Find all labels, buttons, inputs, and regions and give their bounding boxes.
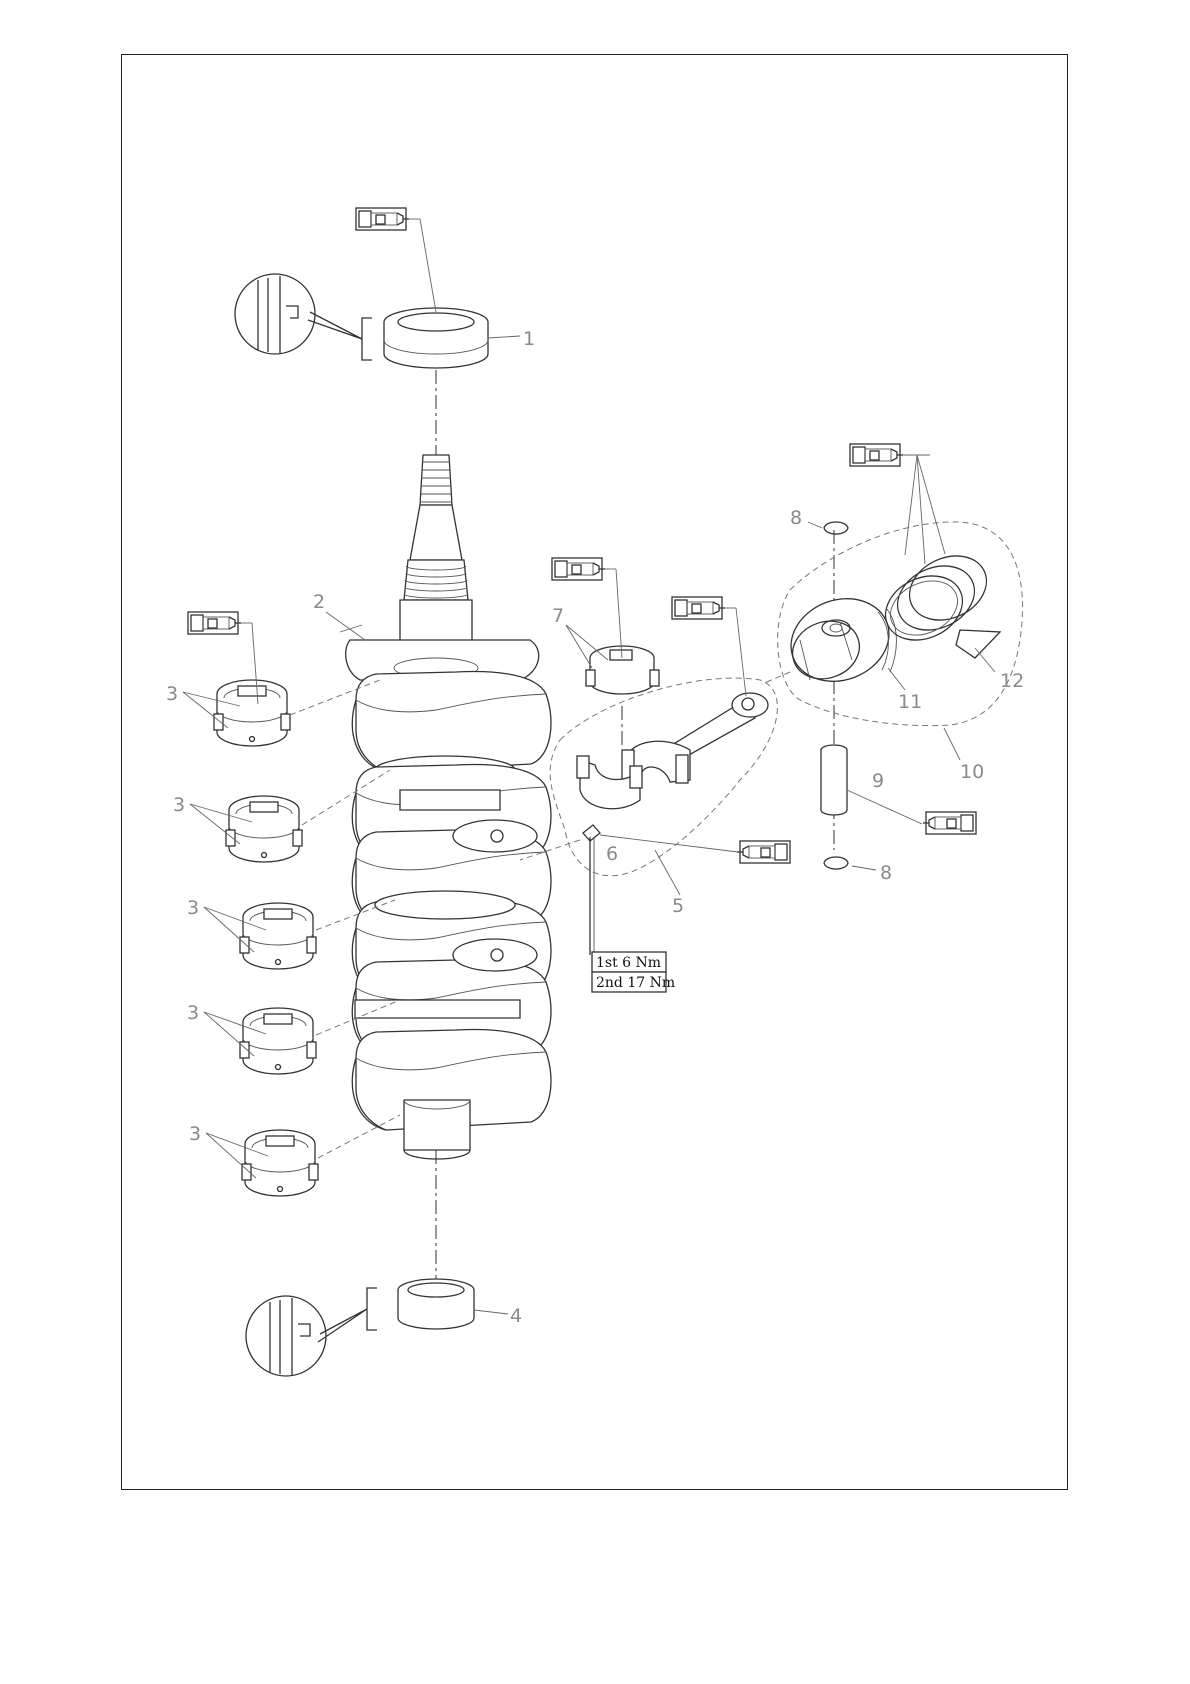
callout-3e: 3	[189, 1123, 201, 1145]
upper-oil-seal	[384, 308, 520, 368]
main-bearing-shell-1	[214, 680, 290, 746]
seal-detail-magnifier-icon	[246, 1296, 367, 1376]
grease-tube-icon	[923, 812, 976, 834]
callout-12: 12	[1000, 670, 1024, 692]
grease-tube-icon	[356, 208, 409, 230]
piston	[779, 585, 900, 694]
callout-10: 10	[960, 761, 984, 783]
callout-1: 1	[523, 328, 535, 350]
torque-first: 1st 6 Nm	[596, 955, 661, 971]
crankshaft	[340, 455, 551, 1159]
lower-oil-seal	[398, 1279, 508, 1329]
callout-8b: 8	[880, 862, 892, 884]
torque-second: 2nd 17 Nm	[596, 975, 675, 991]
callout-7: 7	[552, 605, 564, 627]
seal-bracket-top	[362, 318, 372, 360]
grease-tube-icon	[672, 597, 725, 619]
callout-6: 6	[606, 843, 618, 865]
circlip-bottom	[824, 857, 848, 869]
circlip-top	[824, 522, 848, 534]
main-bearing-shell-5	[242, 1130, 318, 1196]
callout-3a: 3	[166, 683, 178, 705]
conrod-bearing-shell	[586, 646, 659, 694]
seal-detail-magnifier-icon	[235, 274, 362, 354]
main-bearing-shell-3	[240, 903, 316, 969]
callout-8a: 8	[790, 507, 802, 529]
main-bearing-shell-4	[240, 1008, 316, 1074]
callout-11: 11	[898, 691, 922, 713]
main-bearing-shell-2	[226, 796, 302, 862]
callout-5: 5	[672, 895, 684, 917]
callout-4: 4	[510, 1305, 522, 1327]
connecting-rod	[622, 693, 768, 783]
seal-bracket-bottom	[367, 1288, 377, 1330]
conrod-bolt	[583, 825, 600, 955]
grease-tube-icon	[850, 444, 903, 466]
grease-tube-icon	[188, 612, 241, 634]
piston-pin	[821, 745, 847, 815]
grease-tube-icon	[552, 558, 605, 580]
callout-9: 9	[872, 770, 884, 792]
torque-spec-box: 1st 6 Nm 2nd 17 Nm	[592, 952, 675, 992]
callout-3b: 3	[173, 794, 185, 816]
callout-3d: 3	[187, 1002, 199, 1024]
grease-tube-icon	[737, 841, 790, 863]
callout-3c: 3	[187, 897, 199, 919]
callout-2: 2	[313, 591, 325, 613]
